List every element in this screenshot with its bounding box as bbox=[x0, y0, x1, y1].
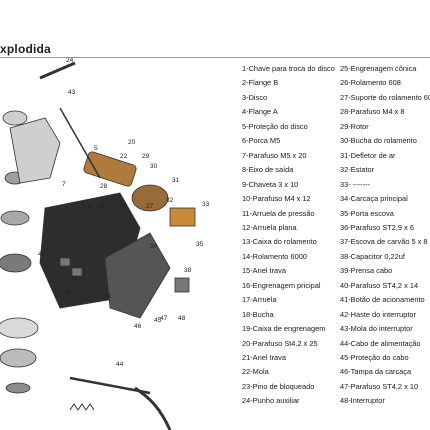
callout-label: 31 bbox=[172, 177, 180, 184]
part-list-item: 40-Parafuso ST4,2 x 14 bbox=[340, 280, 419, 290]
part-list-item: 45-Proteção do cabo bbox=[340, 353, 409, 362]
brush-holder-shape bbox=[71, 267, 83, 277]
part-list-item: 6-Porca M5 bbox=[242, 136, 281, 146]
part-list-item: 29-Rotor bbox=[340, 121, 369, 131]
part-guard-shape bbox=[0, 317, 39, 339]
part-gear-shape bbox=[0, 253, 32, 273]
callout-label: 46 bbox=[134, 323, 142, 330]
part-bearing-shape bbox=[0, 210, 30, 226]
callout-label: 26 bbox=[120, 203, 128, 210]
part-list-item: 44-Cabo de alimentação bbox=[340, 338, 421, 348]
part-list-item: 41-Botão de acionamento bbox=[340, 295, 425, 305]
rotor-shape bbox=[83, 151, 137, 187]
callout-label: 39 bbox=[70, 275, 78, 282]
part-list-item: 2-Flange B bbox=[242, 78, 279, 88]
part-list-item: 16-Engrenagem pricipal bbox=[242, 280, 321, 290]
part-list-item: 21-Anel trava bbox=[242, 353, 286, 362]
callout-label: 44 bbox=[116, 361, 124, 368]
callout-label: 32 bbox=[166, 197, 174, 204]
part-list-item: 7-Parafuso M5 x 20 bbox=[242, 150, 307, 160]
part-list-item: 42-Haste do interruptor bbox=[340, 309, 416, 319]
part-list-item: 14-Rolamento 6000 bbox=[242, 251, 307, 261]
callout-label: 43 bbox=[68, 89, 76, 96]
part-disc-flange-shape bbox=[5, 382, 31, 394]
switch-rod-shape bbox=[69, 376, 151, 395]
part-list-item: 18-Bucha bbox=[242, 309, 274, 319]
part-list-item: 24-Punho auxiliar bbox=[242, 396, 300, 406]
callout-label: 5 bbox=[94, 145, 98, 152]
callout-label: 24 bbox=[66, 58, 74, 64]
part-list-item: 9-Chaveta 3 x 10 bbox=[242, 179, 299, 189]
callout-label: 35 bbox=[196, 241, 204, 248]
spring-shape bbox=[69, 403, 95, 411]
callout-label: 6 bbox=[88, 203, 92, 210]
part-list-item: 48-Interruptor bbox=[340, 396, 385, 406]
aux-handle-shape bbox=[39, 61, 76, 80]
part-list-item: 13-Caixa do rolamento bbox=[242, 237, 317, 247]
part-list-item: 36-Parafuso ST2,9 x 6 bbox=[340, 222, 414, 232]
callout-label: 33 bbox=[202, 201, 210, 208]
callout-label: 29 bbox=[142, 153, 150, 160]
part-list-item: 39-Prensa cabo bbox=[340, 266, 393, 276]
part-list-item: 10-Parafuso M4 x 12 bbox=[242, 194, 311, 204]
part-list-item: 20-Parafuso St4.2 x 25 bbox=[242, 338, 318, 348]
callout-label: 48 bbox=[178, 315, 186, 322]
part-list-item: 33- ------- bbox=[340, 179, 370, 189]
stator-shape bbox=[131, 184, 169, 212]
callout-label: 45 bbox=[154, 317, 162, 324]
part-list-item: 17-Arruela bbox=[242, 295, 277, 305]
callout-label: 7 bbox=[62, 181, 66, 188]
part-list-item: 27-Suporte do rolamento 60 bbox=[340, 92, 430, 102]
gear-housing-shape bbox=[9, 117, 61, 184]
callout-label: 47 bbox=[160, 315, 168, 322]
part-flange-shape bbox=[2, 110, 28, 126]
callout-label: 40 bbox=[66, 289, 74, 296]
callout-label: 25 bbox=[98, 203, 106, 210]
callout-label: 34 bbox=[150, 243, 158, 250]
part-list-item: 37-Escova de carvão 5 x 8 bbox=[340, 237, 428, 247]
part-list-item: 26-Rolamento 608 bbox=[340, 78, 401, 88]
exploded-view-diagram: 24 43 5 7 6 25 26 27 22 20 29 28 30 31 3… bbox=[0, 58, 210, 430]
switch-shape bbox=[174, 277, 190, 293]
part-list-item: 8-Eixo de saída bbox=[242, 165, 294, 175]
coil-shape bbox=[169, 207, 196, 227]
callout-label: 28 bbox=[100, 183, 108, 190]
part-list-item: 4-Flange A bbox=[242, 107, 278, 117]
callout-label: 30 bbox=[150, 163, 158, 170]
part-list-item: 35-Porta escova bbox=[340, 208, 394, 218]
part-list-item: 43-Mola do interruptor bbox=[340, 324, 413, 334]
part-list-item: 1-Chave para troca do disco bbox=[242, 64, 335, 73]
part-list-item: 19-Caixa de engrenagem bbox=[242, 324, 326, 334]
callout-label: 38 bbox=[184, 267, 192, 274]
part-list-item: 46-Tampa da carcaça bbox=[340, 367, 412, 377]
callout-label: 42 bbox=[38, 251, 46, 258]
title-rule bbox=[0, 57, 430, 58]
part-list-item: 31-Defletor de ar bbox=[340, 150, 396, 160]
part-disc-shape bbox=[0, 348, 37, 368]
part-list-item: 25-Engrenagem cônica bbox=[340, 64, 417, 73]
part-list-item: 32-Estator bbox=[340, 165, 375, 175]
page-title: xplodida bbox=[0, 42, 51, 56]
part-list-item: 5-Proteção do disco bbox=[242, 121, 308, 131]
part-list-item: 47-Parafuso ST4,2 x 10 bbox=[340, 381, 419, 391]
part-list-item: 3-Disco bbox=[242, 92, 268, 102]
spindle-shape bbox=[59, 107, 101, 179]
part-list-item: 15-Anel trava bbox=[242, 266, 286, 276]
part-list-item: 11-Arruela de pressão bbox=[242, 208, 315, 218]
rear-cover-shape bbox=[104, 232, 171, 319]
callout-label: 20 bbox=[128, 139, 136, 146]
part-list-item: 12-Arruela plana bbox=[242, 222, 297, 232]
part-list-item: 23-Pino de bloqueado bbox=[242, 381, 315, 391]
part-list-item: 28-Parafuso M4 x 8 bbox=[340, 107, 405, 117]
part-list-item: 34-Carcaça principal bbox=[340, 194, 408, 204]
callout-label: 41 bbox=[104, 293, 112, 300]
part-list-item: 38-Capacitor 0,22uf bbox=[340, 251, 405, 261]
part-list-item: 30-Bucha do rolamento bbox=[340, 136, 417, 146]
callout-label: 27 bbox=[146, 203, 154, 210]
callout-label: 22 bbox=[120, 153, 128, 160]
part-list-item: 22-Mola bbox=[242, 367, 269, 377]
brush-shape bbox=[59, 257, 71, 267]
